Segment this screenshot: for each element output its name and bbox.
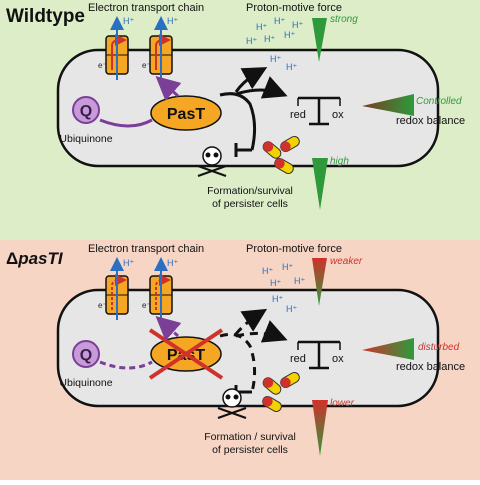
wt-red-label: red — [290, 109, 306, 121]
wt-pmf-label: Proton-motive force — [246, 2, 342, 14]
svg-text:H⁺: H⁺ — [282, 262, 293, 272]
mut-persister-label-1: Formation / survival — [204, 431, 296, 443]
wt-pmf-level: strong — [330, 14, 358, 25]
svg-text:H⁺: H⁺ — [284, 30, 295, 40]
svg-text:H⁺: H⁺ — [294, 276, 305, 286]
wildtype-title: Wildtype — [6, 6, 85, 27]
mut-persister-wedge — [312, 400, 328, 456]
wt-proton-cluster-outside: H⁺ H⁺ H⁺ H⁺ H⁺ H⁺ H⁺ H⁺ — [246, 16, 303, 72]
svg-text:H⁺: H⁺ — [256, 22, 267, 32]
wt-past-to-etc-arrow — [155, 76, 182, 101]
wt-redox-scale — [297, 96, 341, 126]
wt-redox-wedge — [362, 94, 414, 116]
wt-etc-label: Electron transport chain — [88, 2, 204, 14]
mut-redox-scale — [297, 340, 341, 370]
wt-redox-label: redox balance — [396, 115, 465, 127]
svg-text:H⁺: H⁺ — [264, 34, 275, 44]
wt-persister-label-1: Formation/survival — [207, 185, 293, 197]
wt-pmf-wedge — [312, 18, 327, 62]
mut-redox-label: redox balance — [396, 361, 465, 373]
mut-persister-skull-icon — [217, 388, 247, 419]
wt-persister-skull-icon — [197, 146, 227, 177]
mut-proton-cluster-outside: H⁺ H⁺ H⁺ H⁺ H⁺ H⁺ — [262, 262, 305, 314]
mut-redox-level: disturbed — [418, 342, 460, 353]
wt-antibiotic-capsules-icon — [262, 136, 300, 174]
svg-text:H⁺: H⁺ — [286, 304, 297, 314]
mut-ubiquinone-icon — [72, 340, 100, 368]
mut-ubiquinone-link — [99, 360, 153, 370]
mut-ubiquinone-letter: Q — [80, 347, 92, 364]
mut-pmf-label: Proton-motive force — [246, 243, 342, 255]
svg-text:H⁺: H⁺ — [270, 54, 281, 64]
mut-past-to-etc-arrow — [155, 316, 182, 341]
mut-red-label: red — [290, 353, 306, 365]
wt-past-protein — [150, 95, 222, 131]
wt-proton-label-1: H⁺ — [123, 16, 134, 26]
svg-text:H⁺: H⁺ — [286, 62, 297, 72]
mut-pmf-wedge — [312, 258, 327, 306]
wt-regulation-arrows — [219, 67, 288, 157]
wt-ubiquinone-link — [99, 118, 153, 128]
mut-redox-wedge — [362, 338, 414, 360]
wt-persister-level: high — [330, 156, 349, 167]
wt-persister-label-2: of persister cells — [212, 198, 288, 210]
wt-redox-level: Controlled — [416, 96, 462, 107]
svg-text:H⁺: H⁺ — [272, 294, 283, 304]
wt-persister-wedge — [312, 158, 328, 210]
wt-past-label: PasT — [167, 106, 205, 123]
mut-persister-label-2: of persister cells — [212, 444, 288, 456]
mut-etc-label: Electron transport chain — [88, 243, 204, 255]
svg-text:H⁺: H⁺ — [246, 36, 257, 46]
svg-text:H⁺: H⁺ — [292, 20, 303, 30]
mut-ubiquinone-label: Ubiquinone — [59, 377, 112, 389]
wt-ubiquinone-icon — [72, 96, 100, 124]
svg-text:H⁺: H⁺ — [270, 278, 281, 288]
wt-proton-label-2: H⁺ — [167, 16, 178, 26]
mut-antibiotic-capsules-icon — [262, 372, 300, 412]
mutant-title: ΔpasTI — [6, 249, 64, 268]
mut-pmf-level: weaker — [330, 256, 363, 267]
wt-ubiquinone-letter: Q — [80, 103, 92, 120]
svg-text:H⁺: H⁺ — [274, 16, 285, 26]
wt-ox-label: ox — [332, 109, 344, 121]
mut-electron-1: e⁻ — [98, 301, 107, 310]
wt-electron-2: e⁻ — [142, 61, 151, 70]
wt-electron-1: e⁻ — [98, 61, 107, 70]
svg-text:H⁺: H⁺ — [262, 266, 273, 276]
mut-electron-2: e⁻ — [142, 301, 151, 310]
mut-proton-label-2: H⁺ — [167, 258, 178, 268]
wt-cell — [56, 48, 440, 168]
mut-ox-label: ox — [332, 353, 344, 365]
wt-ubiquinone-label: Ubiquinone — [59, 133, 112, 145]
mut-persister-level: lower — [330, 398, 355, 409]
mut-proton-label-1: H⁺ — [123, 258, 134, 268]
